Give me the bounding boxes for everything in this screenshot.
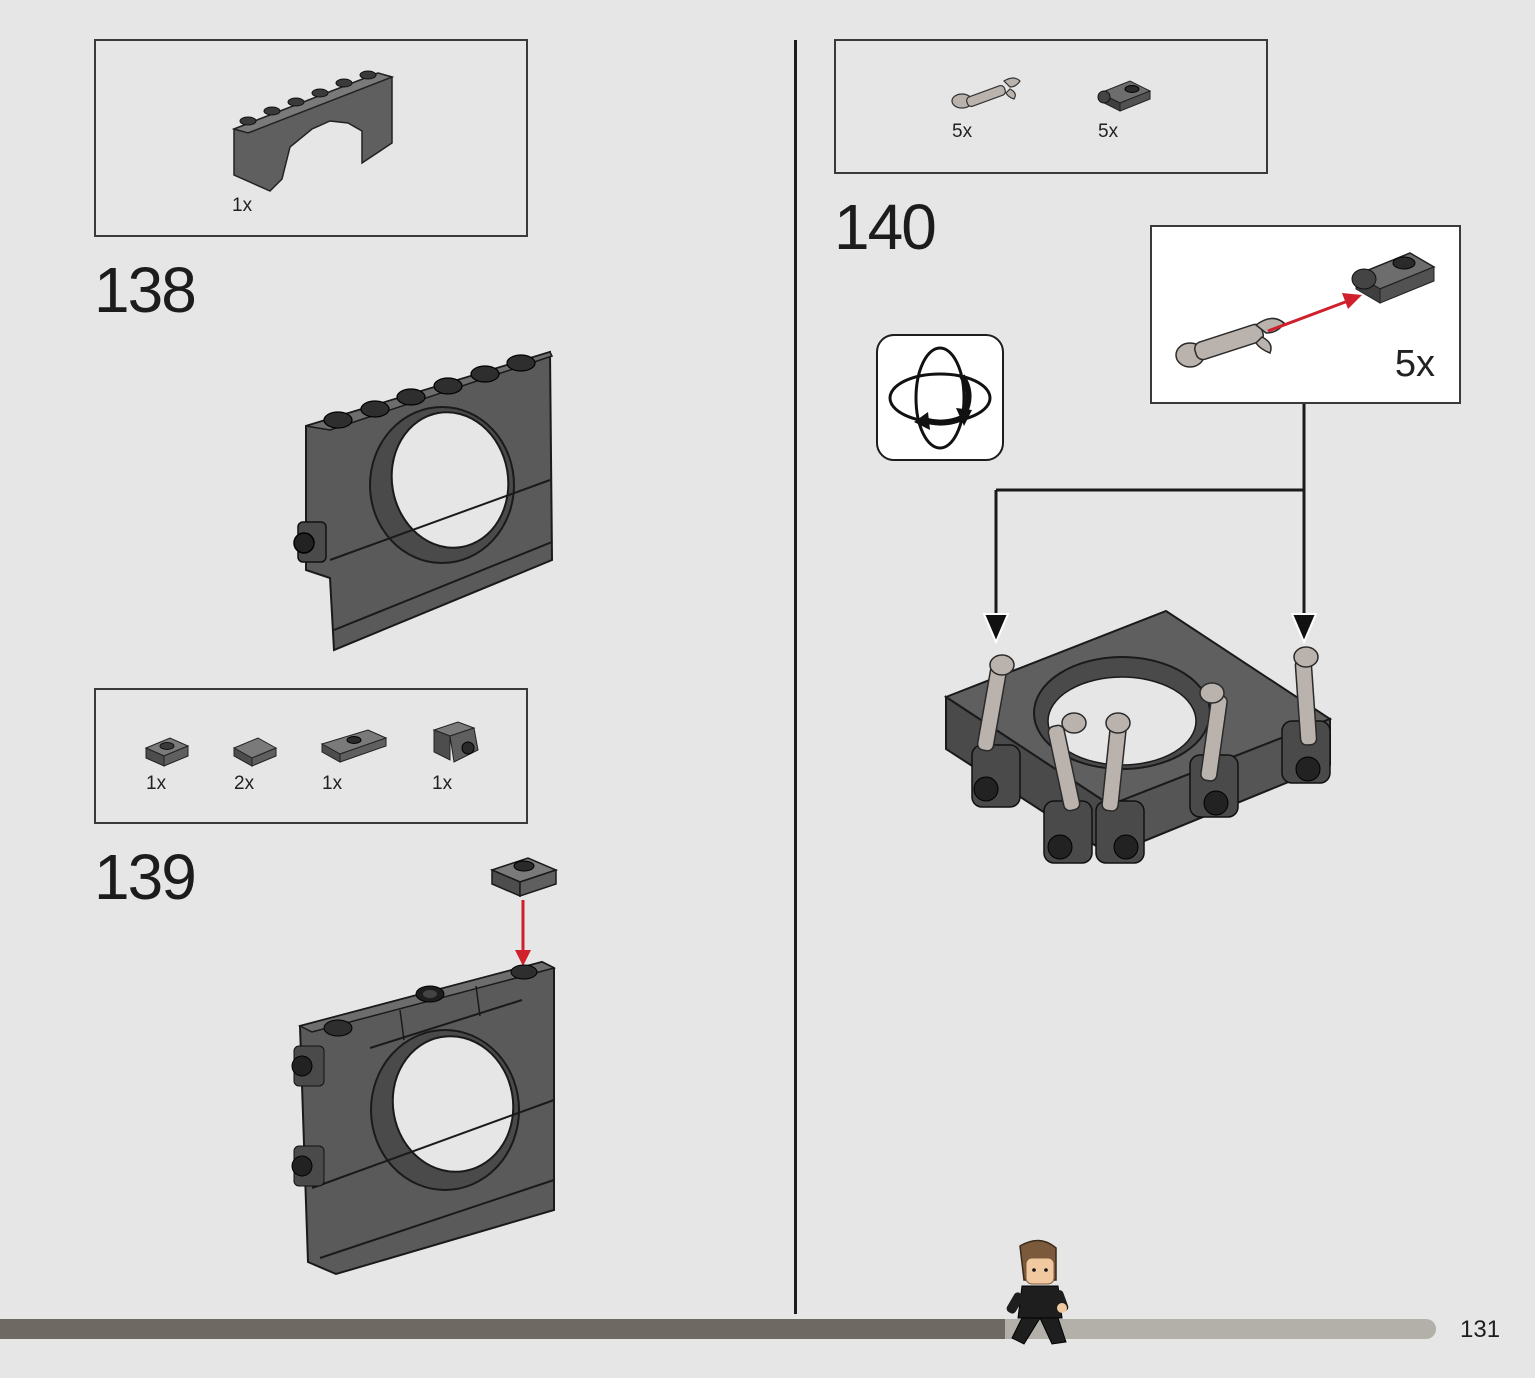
bracket-stud-icon [432, 721, 479, 763]
step-140-parts-box: 5x 5x [834, 39, 1268, 174]
step-number: 139 [94, 841, 197, 913]
step-number: 138 [94, 254, 197, 326]
part-qty: 1x [146, 773, 167, 794]
page-number: 131 [1460, 1316, 1501, 1343]
step-138-parts-box: 1x [94, 39, 528, 237]
callout-qty: 5x [1394, 343, 1435, 385]
rotate-model-icon [888, 346, 992, 450]
step-138-assembly-illustration [293, 350, 554, 652]
progress-bar [0, 1319, 1436, 1339]
step-number: 140 [834, 191, 937, 263]
plate-1x1-icon [144, 737, 190, 767]
part-qty: 1x [322, 773, 343, 794]
callout-illustration [1175, 252, 1436, 368]
callout-connector-lines [982, 404, 1318, 645]
part-qty: 5x [952, 121, 973, 142]
page-divider [794, 40, 797, 1314]
rotate-model-box [876, 334, 1004, 461]
sub-assembly-callout: 5x [1150, 225, 1461, 404]
robot-arm-icon [951, 77, 1021, 109]
step-139-assembly-illustration [291, 857, 559, 1276]
part-qty: 5x [1098, 121, 1119, 142]
step-139-parts-box: 1x 2x 1x 1x [94, 688, 528, 824]
step-140-assembly-illustration [943, 609, 1333, 864]
part-qty: 1x [232, 195, 253, 216]
plate-with-clip-icon [1097, 80, 1152, 112]
part-qty: 2x [234, 773, 255, 794]
part-qty: 1x [432, 773, 453, 794]
tile-1x2-icon [232, 737, 278, 767]
jumper-plate-icon [320, 729, 388, 763]
walking-minifigure-icon [1006, 1239, 1069, 1345]
arch-brick-icon [231, 70, 395, 192]
